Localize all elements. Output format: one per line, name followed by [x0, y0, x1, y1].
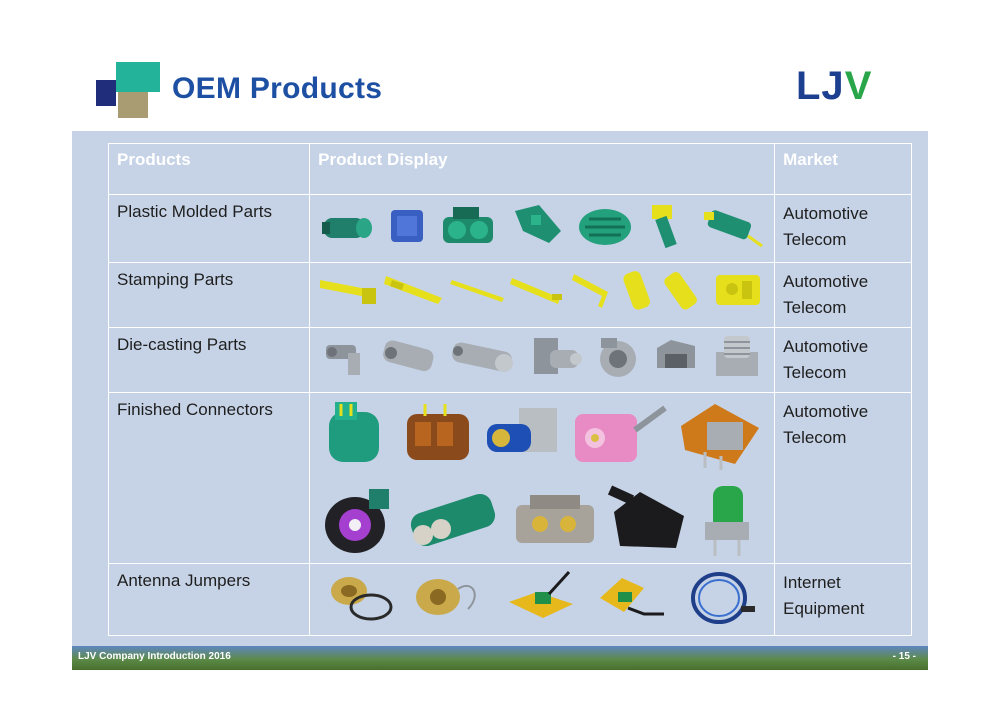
product-name: Stamping Parts: [107, 262, 311, 328]
stamping-part-image: [450, 280, 505, 302]
product-name: Antenna Jumpers: [107, 563, 311, 636]
antenna-jumper-image: [600, 578, 665, 616]
footer-bar: LJV Company Introduction 2016 - 15 -: [72, 646, 928, 670]
plastic-part-image: [442, 207, 493, 243]
market-cell: Automotive Telecom: [774, 392, 912, 564]
connector-image: [516, 495, 595, 543]
table-row: Plastic Molded Parts Automotive Telecom: [107, 194, 912, 263]
stamping-part-image: [572, 274, 609, 308]
header-market: Market: [774, 143, 912, 195]
header-products: Products: [107, 143, 311, 195]
connector-image: [407, 404, 470, 460]
connector-image: [705, 486, 750, 556]
die-casting-part-image: [534, 338, 583, 374]
die-casting-part-image: [657, 340, 696, 368]
title-decoration-icon: [96, 62, 166, 118]
die-casting-part-image: [599, 338, 636, 377]
connector-image: [607, 485, 684, 548]
die-casting-part-image: [451, 342, 513, 372]
market-item: Internet: [783, 573, 841, 592]
market-item: Automotive: [783, 337, 869, 356]
product-name: Die-casting Parts: [107, 327, 311, 393]
market-item: Automotive: [783, 402, 869, 421]
product-name: Plastic Molded Parts: [107, 194, 311, 263]
stamping-part-image: [716, 275, 761, 305]
connector-image: [681, 404, 760, 470]
product-name: Finished Connectors: [107, 392, 311, 564]
footer-company-label: LJV Company Introduction 2016: [78, 651, 231, 662]
connector-image: [487, 408, 558, 452]
stamping-part-image: [384, 276, 443, 304]
page-number: - 15 -: [892, 651, 916, 662]
die-casting-part-image: [326, 345, 361, 375]
market-cell: Automotive Telecom: [774, 262, 912, 328]
market-item: Automotive: [783, 272, 869, 291]
market-item: Telecom: [783, 428, 847, 447]
antenna-jumper-image: [330, 577, 393, 621]
connector-image: [329, 402, 380, 462]
products-table: Products Product Display Market Plastic …: [107, 143, 912, 636]
antenna-jumper-image: [509, 570, 574, 618]
connector-image: [324, 489, 389, 553]
market-cell: Automotive Telecom: [774, 194, 912, 263]
stamping-part-image: [510, 278, 563, 304]
product-display: [309, 563, 776, 636]
table-row: Antenna Jumpers Internet Equipment: [107, 563, 912, 636]
stamping-part-image: [320, 280, 377, 304]
page-title: OEM Products: [172, 72, 383, 105]
connector-image: [575, 405, 667, 462]
market-item: Equipment: [783, 599, 865, 618]
product-display: [309, 392, 776, 564]
die-casting-part-image: [383, 340, 434, 372]
brand-logo: LJV: [796, 64, 873, 108]
plastic-part-image: [515, 205, 562, 243]
table-row: Finished Connectors Automotive Telecom: [107, 392, 912, 564]
market-item: Automotive: [783, 204, 869, 223]
market-cell: Automotive Telecom: [774, 327, 912, 393]
plastic-part-image: [322, 218, 373, 238]
plastic-part-image: [390, 210, 423, 242]
plastic-part-image: [579, 209, 632, 245]
product-display: [309, 327, 776, 393]
header-product-display: Product Display: [309, 143, 776, 195]
antenna-jumper-image: [691, 572, 756, 624]
market-item: Telecom: [783, 298, 847, 317]
plastic-part-image: [703, 210, 763, 248]
market-cell: Internet Equipment: [774, 563, 912, 636]
antenna-jumper-image: [415, 579, 476, 615]
stamping-part-image: [664, 271, 698, 310]
table-row: Die-casting Parts Automotive Telecom: [107, 327, 912, 393]
table-row: Stamping Parts Automotive Telecom: [107, 262, 912, 328]
market-item: Telecom: [783, 230, 847, 249]
plastic-part-image: [651, 205, 677, 249]
product-display: [309, 262, 776, 328]
stamping-part-image: [623, 271, 651, 310]
market-item: Telecom: [783, 363, 847, 382]
product-display: [309, 194, 776, 263]
table-header-row: Products Product Display Market: [107, 143, 912, 195]
connector-image: [410, 493, 495, 547]
slide-header: OEM Products LJV: [0, 0, 1000, 130]
die-casting-part-image: [715, 336, 758, 376]
